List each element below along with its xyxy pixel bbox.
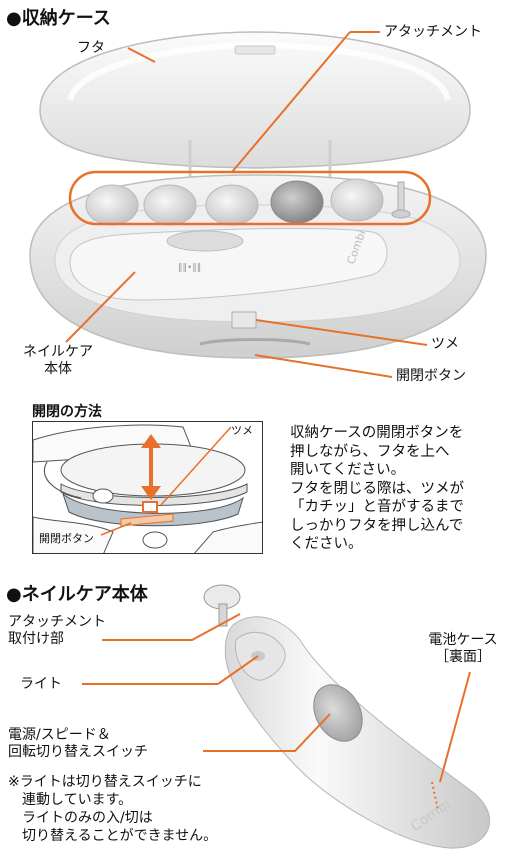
hand-open-illustration (33, 424, 262, 553)
case-lid (39, 31, 471, 169)
storage-case-illustration: ‖‖•‖‖ Combi (29, 31, 487, 378)
illus-claw-label: ツメ (231, 424, 253, 437)
light-label: ライト (20, 676, 62, 692)
power-speed-switch (313, 684, 363, 742)
illus-open-button-label: 開閉ボタン (39, 532, 94, 545)
case-section-title: ●収納ケース (6, 8, 111, 29)
open-close-illustration: ツメ 開閉ボタン (32, 421, 263, 554)
attachment-heads (85, 178, 411, 226)
lid-label: フタ (77, 40, 105, 56)
method-title: 開閉の方法 (32, 404, 102, 420)
attachment-mount-label: アタッチメント 取付け部 (8, 614, 106, 647)
light-note: ※ライトは切り替えスイッチに 連動しています。 ライトのみの入/切は 切り替える… (8, 774, 218, 844)
open-arrow-icon (141, 434, 161, 500)
body-section-title: ●ネイルケア本体 (6, 584, 148, 605)
attachment-highlight (68, 170, 432, 226)
svg-text:‖‖•‖‖: ‖‖•‖‖ (178, 263, 201, 273)
method-description: 収納ケースの開閉ボタンを 押しながら、フタを上へ 開いてください。 フタを閉じる… (290, 425, 464, 552)
switch-label: 電源/スピード＆ 回転切り替えスイッチ (8, 727, 148, 760)
attachment-label: アタッチメント (384, 24, 482, 40)
case-open-button (199, 338, 311, 346)
case-device (69, 227, 388, 301)
nail-care-body-label: ネイルケア 本体 (23, 344, 93, 377)
battery-case-label: 電池ケース ［裏面］ (428, 632, 498, 665)
claw-label: ツメ (431, 336, 459, 352)
open-button-label: 開閉ボタン (396, 368, 466, 384)
